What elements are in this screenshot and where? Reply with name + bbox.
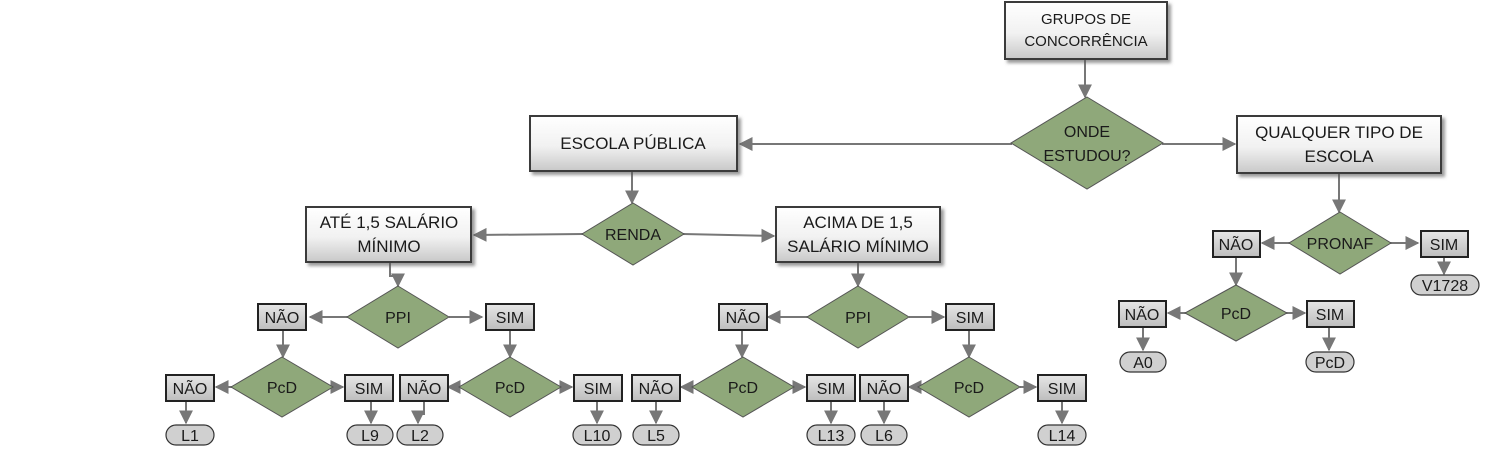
qualquer-tipo-box xyxy=(1236,115,1442,174)
ppi-left-label: PPI xyxy=(385,310,411,327)
result-pills: L1 L9 L2 L10 L5 L13 L6 L14 V1728 A0 PcD xyxy=(165,274,1480,446)
result-l2-pill xyxy=(396,424,444,446)
decision-ppi-left xyxy=(346,285,450,349)
pcd-5-nao-box xyxy=(1118,300,1167,328)
result-a0-pill xyxy=(1119,351,1167,373)
pcd-1-nao-label: NÃO xyxy=(173,378,208,398)
escola-publica-label: ESCOLA PÚBLICA xyxy=(560,134,706,153)
result-l5-pill xyxy=(632,424,680,446)
pcd-5-nao-label: NÃO xyxy=(1125,304,1160,324)
pcd-5-label: PcD xyxy=(1221,306,1251,323)
qualquer-tipo-line1: QUALQUER TIPO DE xyxy=(1255,123,1423,142)
pronaf-nao-label: NÃO xyxy=(1219,234,1254,254)
pcd-4-nao-label: NÃO xyxy=(867,378,902,398)
top-box-line2: CONCORRÊNCIA xyxy=(1024,33,1147,50)
decision-pcd-1 xyxy=(230,356,334,418)
result-l14: L14 xyxy=(1049,428,1076,445)
ate-line2: MÍNIMO xyxy=(357,237,420,256)
ate-box xyxy=(305,206,472,263)
connectors xyxy=(179,59,1451,425)
decision-main-line2: ESTUDOU? xyxy=(1043,148,1130,165)
pcd-1-sim-label: SIM xyxy=(355,381,383,398)
pcd-2-nao-label: NÃO xyxy=(407,378,442,398)
pronaf-sim-box xyxy=(1420,230,1469,258)
ppi-left-nao-label: NÃO xyxy=(265,307,300,327)
ppi-right-label: PPI xyxy=(845,310,871,327)
pcd-3-nao-box xyxy=(631,374,681,402)
result-l13: L13 xyxy=(818,428,845,445)
result-l10: L10 xyxy=(584,428,611,445)
pcd-1-sim-box xyxy=(344,374,394,402)
pcd-5-sim-box xyxy=(1306,300,1355,328)
pcd-4-nao-box xyxy=(859,374,909,402)
pronaf-label: PRONAF xyxy=(1307,236,1374,253)
acima-box xyxy=(775,206,941,263)
top-box xyxy=(1004,1,1168,60)
decision-pcd-5 xyxy=(1183,284,1289,342)
result-l1-pill xyxy=(165,424,215,446)
result-pcd-pill xyxy=(1305,351,1355,373)
top-box-line1: GRUPOS DE xyxy=(1041,11,1131,28)
pcd-4-sim-label: SIM xyxy=(1048,381,1076,398)
small-boxes: NÃO SIM NÃO SIM NÃO SIM NÃO SIM NÃO SIM … xyxy=(165,230,1469,402)
pcd-4-sim-box xyxy=(1037,374,1087,402)
pcd-2-sim-box xyxy=(573,374,623,402)
decision-pcd-2 xyxy=(458,356,562,418)
decision-onde-estudou xyxy=(1010,96,1164,190)
pcd-3-label: PcD xyxy=(728,380,758,397)
pronaf-nao-box xyxy=(1212,230,1261,258)
ppi-right-sim-label: SIM xyxy=(956,310,984,327)
pcd-3-sim-label: SIM xyxy=(817,381,845,398)
result-a0: A0 xyxy=(1133,355,1153,372)
decision-ppi-right xyxy=(806,285,910,349)
acima-line2: SALÁRIO MÍNIMO xyxy=(787,237,929,256)
pcd-5-sim-label: SIM xyxy=(1316,307,1344,324)
ppi-right-nao-label: NÃO xyxy=(726,307,761,327)
pcd-2-nao-box xyxy=(399,374,449,402)
result-pcd: PcD xyxy=(1315,355,1345,372)
qualquer-tipo-line2: ESCOLA xyxy=(1305,147,1375,166)
result-l2: L2 xyxy=(411,428,429,445)
result-v1728: V1728 xyxy=(1422,278,1468,295)
edge-to-l2 xyxy=(411,400,425,425)
result-l6-pill xyxy=(860,424,908,446)
pronaf-sim-label: SIM xyxy=(1430,237,1458,254)
pcd-2-sim-label: SIM xyxy=(584,381,612,398)
result-l6: L6 xyxy=(875,428,893,445)
edge-ate-to-ppi xyxy=(389,263,405,288)
edge-renda-to-acima xyxy=(682,228,776,243)
decision-pcd-4 xyxy=(917,356,1021,418)
pcd-3-nao-label: NÃO xyxy=(639,378,674,398)
ppi-left-sim-box xyxy=(485,303,535,331)
ppi-left-sim-label: SIM xyxy=(496,310,524,327)
decision-renda xyxy=(581,202,685,266)
ate-line1: ATÉ 1,5 SALÁRIO xyxy=(320,213,459,232)
pcd-1-nao-box xyxy=(165,374,215,402)
decision-main-line1: ONDE xyxy=(1064,124,1110,141)
result-l9-pill xyxy=(346,424,394,446)
escola-publica-box xyxy=(529,115,738,172)
result-l10-pill xyxy=(572,424,622,446)
ppi-left-nao-box xyxy=(257,303,307,331)
result-l13-pill xyxy=(806,424,856,446)
edge-renda-to-ate xyxy=(472,227,584,242)
pcd-1-label: PcD xyxy=(267,380,297,397)
result-l9: L9 xyxy=(361,428,379,445)
decision-pronaf xyxy=(1288,211,1392,275)
decision-pcd-3 xyxy=(691,356,795,418)
pcd-3-sim-box xyxy=(806,374,856,402)
pcd-4-label: PcD xyxy=(954,380,984,397)
acima-line1: ACIMA DE 1,5 xyxy=(803,213,913,232)
ppi-right-nao-box xyxy=(718,303,768,331)
result-l1: L1 xyxy=(181,428,199,445)
pcd-2-label: PcD xyxy=(495,380,525,397)
result-l5: L5 xyxy=(647,428,665,445)
ppi-right-sim-box xyxy=(945,303,995,331)
result-l14-pill xyxy=(1037,424,1087,446)
renda-label: RENDA xyxy=(605,227,661,244)
result-v1728-pill xyxy=(1410,274,1480,296)
